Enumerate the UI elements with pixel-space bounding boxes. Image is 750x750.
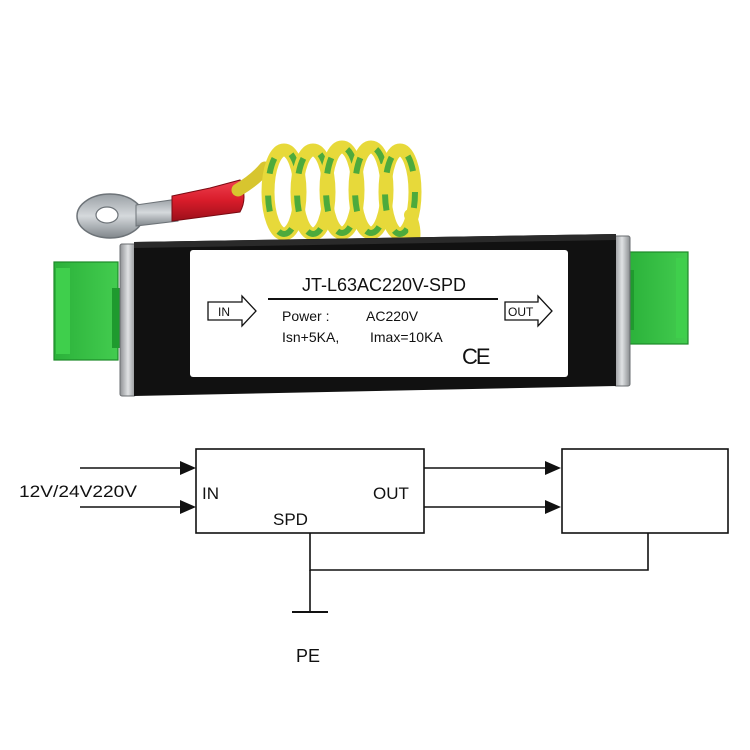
coil-spiral — [261, 140, 422, 241]
label-model-text: JT-L63AC220V-SPD — [302, 275, 466, 295]
arrow-out-2-icon — [545, 500, 561, 514]
label-out-arrow-icon: OUT — [504, 294, 553, 328]
left-endcap — [119, 243, 137, 397]
wiring-diagram — [80, 448, 729, 613]
arrow-in-1-icon — [180, 461, 196, 475]
product-label — [190, 250, 568, 377]
ground-wire — [76, 140, 422, 246]
arrow-in-2-icon — [180, 500, 196, 514]
ground-bus-line — [309, 533, 649, 571]
spd-out-label: OUT — [373, 484, 409, 503]
red-crimp-sleeve — [171, 179, 245, 222]
arrow-out-1-icon — [545, 461, 561, 475]
right-endcap — [613, 235, 631, 387]
ce-mark-icon: CE — [462, 344, 490, 369]
arrowheads — [180, 461, 561, 514]
label-power-key: Power : — [282, 308, 329, 324]
left-terminal-block — [53, 261, 124, 361]
ground-pe-label: PE — [296, 646, 320, 666]
ring-lug — [76, 193, 179, 239]
load-box — [561, 448, 729, 534]
supply-voltage-label: 12V/24V220V — [19, 482, 138, 501]
label-imax: Imax=10KA — [370, 329, 443, 345]
label-isn: Isn+5KA, — [282, 329, 339, 345]
label-power-value: AC220V — [366, 308, 419, 324]
spd-name-label: SPD — [273, 510, 308, 529]
right-terminal-block — [624, 251, 689, 345]
label-in-arrow-icon: IN — [207, 294, 257, 328]
label-out-text: OUT — [508, 305, 534, 319]
label-in-text: IN — [218, 305, 230, 319]
spd-in-label: IN — [202, 484, 219, 503]
